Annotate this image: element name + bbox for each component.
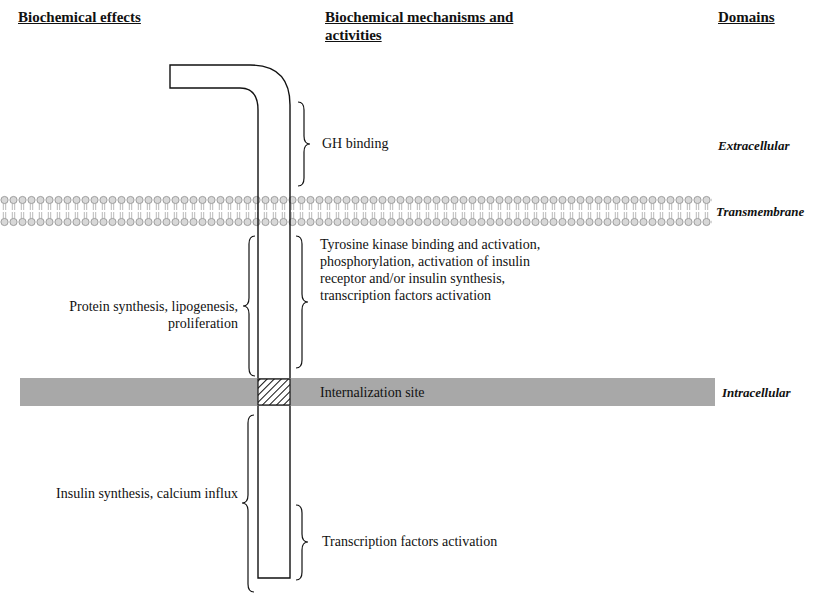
- domain-label: Extracellular: [718, 137, 790, 154]
- annotation-text: Transcription factors activation: [322, 533, 497, 550]
- internalization-band: Internalization site: [20, 378, 715, 406]
- brace: [296, 236, 308, 368]
- domain-label: Intracellular: [722, 384, 791, 401]
- column-heading: Domains: [718, 8, 775, 26]
- domain-label: Transmembrane: [716, 203, 804, 220]
- annotation-text: GH binding: [322, 135, 389, 152]
- lipid-bilayer: [0, 195, 712, 227]
- annotation-text: Protein synthesis, lipogenesis, prolifer…: [40, 298, 238, 332]
- brace: [298, 102, 310, 186]
- brace: [296, 505, 308, 580]
- internalization-site-mark: [258, 379, 290, 405]
- column-heading: Biochemical mechanisms and activities: [325, 8, 515, 44]
- band-label: Internalization site: [320, 384, 425, 401]
- brace: [242, 415, 254, 592]
- annotation-text: Tyrosine kinase binding and activation, …: [320, 236, 560, 304]
- column-heading: Biochemical effects: [18, 8, 141, 26]
- annotation-text: Insulin synthesis, calcium influx: [40, 485, 238, 502]
- brace: [243, 236, 255, 376]
